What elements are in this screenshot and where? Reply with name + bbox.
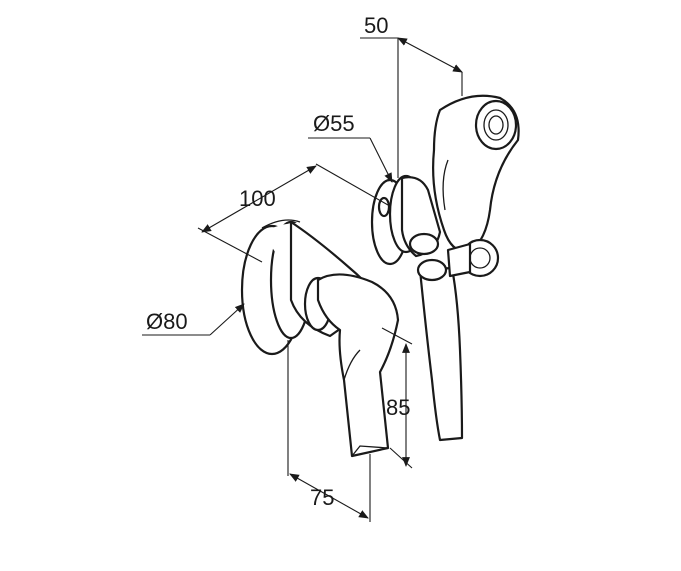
- label-diameter-55: Ø55: [313, 111, 355, 136]
- wall-elbow: [370, 174, 442, 266]
- label-85: 85: [386, 395, 410, 420]
- hose: [416, 258, 464, 442]
- dimension-diameter-80: Ø80: [142, 303, 245, 336]
- label-75: 75: [310, 485, 334, 510]
- hand-shower: [432, 94, 520, 278]
- dimension-50: 50: [360, 13, 463, 178]
- label-100: 100: [239, 186, 276, 211]
- dimension-diameter-55: Ø55: [308, 111, 393, 183]
- label-diameter-80: Ø80: [146, 309, 188, 334]
- lever-handle: [316, 273, 400, 458]
- dimension-100: 100: [197, 163, 389, 263]
- label-50: 50: [364, 13, 388, 38]
- dimension-85: 85: [381, 327, 413, 469]
- dimension-75: 75: [287, 340, 371, 522]
